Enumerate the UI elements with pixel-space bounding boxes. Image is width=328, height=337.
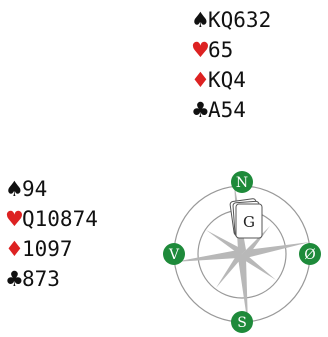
compass-rose: G N Ø S V xyxy=(160,170,324,334)
west-hearts-cards: Q10874 xyxy=(22,204,98,234)
north-hearts-row: ♥ 65 xyxy=(191,35,271,65)
west-hearts-row: ♥ Q10874 xyxy=(5,204,98,234)
heart-icon: ♥ xyxy=(191,35,208,65)
diamond-icon: ♦ xyxy=(5,234,22,264)
seat-north: N xyxy=(231,171,253,193)
arrow-southeast xyxy=(242,254,276,280)
west-diamonds-row: ♦ 1097 xyxy=(5,234,98,264)
north-hearts-cards: 65 xyxy=(208,35,233,65)
west-diamonds-cards: 1097 xyxy=(22,234,73,264)
diamond-icon: ♦ xyxy=(191,65,208,95)
club-icon: ♣ xyxy=(191,95,208,125)
seat-east: Ø xyxy=(299,243,321,265)
spade-icon: ♠ xyxy=(5,174,22,204)
seat-east-label: Ø xyxy=(304,247,315,263)
heart-icon: ♥ xyxy=(5,204,22,234)
seat-west-label: V xyxy=(168,247,180,263)
seat-west: V xyxy=(163,243,185,265)
north-clubs-cards: A54 xyxy=(208,95,246,125)
seat-south-label: S xyxy=(237,315,247,331)
north-diamonds-cards: KQ4 xyxy=(208,65,246,95)
seat-north-label: N xyxy=(236,175,248,191)
north-clubs-row: ♣ A54 xyxy=(191,95,271,125)
west-hand: ♠ 94 ♥ Q10874 ♦ 1097 ♣ 873 xyxy=(5,174,98,294)
north-spades-row: ♠ KQ632 xyxy=(191,5,271,35)
north-spades-cards: KQ632 xyxy=(208,5,271,35)
spade-icon: ♠ xyxy=(191,5,208,35)
west-clubs-cards: 873 xyxy=(22,264,60,294)
west-clubs-row: ♣ 873 xyxy=(5,264,98,294)
dealer-card-label: G xyxy=(243,213,255,231)
west-spades-row: ♠ 94 xyxy=(5,174,98,204)
north-diamonds-row: ♦ KQ4 xyxy=(191,65,271,95)
club-icon: ♣ xyxy=(5,264,22,294)
seat-south: S xyxy=(231,311,253,333)
north-hand: ♠ KQ632 ♥ 65 ♦ KQ4 ♣ A54 xyxy=(191,5,271,125)
dealer-card-stack: G xyxy=(230,198,262,238)
west-spades-cards: 94 xyxy=(22,174,47,204)
